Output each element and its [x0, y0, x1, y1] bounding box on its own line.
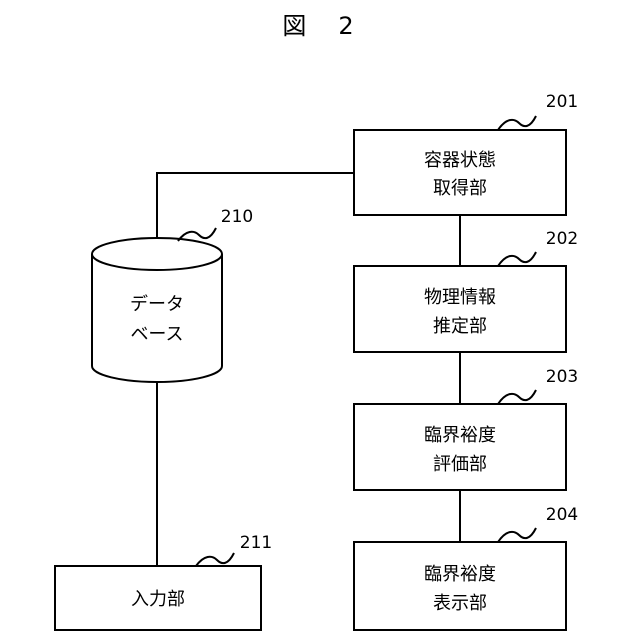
- connector-db-201: [157, 173, 354, 239]
- block-201-label-line-2: 取得部: [433, 178, 487, 199]
- block-203-rect: [354, 404, 566, 490]
- block-202-rect: [354, 266, 566, 352]
- input-unit-label: 入力部: [131, 589, 185, 610]
- leader-203: [498, 390, 536, 404]
- ref-202: 202: [546, 229, 578, 249]
- block-201-rect: [354, 130, 566, 215]
- database-label-line-1: データ: [130, 294, 184, 315]
- block-204: 臨界裕度 表示部: [354, 542, 566, 630]
- block-202-label-line-1: 物理情報: [424, 287, 496, 308]
- block-201: 容器状態 取得部: [354, 130, 566, 215]
- block-204-rect: [354, 542, 566, 630]
- block-203: 臨界裕度 評価部: [354, 404, 566, 490]
- leader-211: [196, 553, 234, 566]
- ref-211: 211: [240, 533, 272, 553]
- ref-204: 204: [546, 505, 578, 525]
- block-203-label-line-2: 評価部: [433, 454, 487, 475]
- figure-title: 図 2: [282, 12, 357, 40]
- leader-204: [498, 528, 536, 542]
- block-203-label-line-1: 臨界裕度: [424, 425, 496, 446]
- leader-201: [498, 116, 536, 130]
- block-204-label-line-1: 臨界裕度: [424, 564, 496, 585]
- database-body: [92, 254, 222, 382]
- ref-210: 210: [221, 207, 253, 227]
- ref-203: 203: [546, 367, 578, 387]
- block-201-label-line-1: 容器状態: [424, 150, 496, 171]
- database-cylinder: データ ベース: [92, 238, 222, 382]
- block-204-label-line-2: 表示部: [433, 593, 487, 614]
- block-202: 物理情報 推定部: [354, 266, 566, 352]
- input-unit-box: 入力部: [55, 566, 261, 630]
- block-202-label-line-2: 推定部: [433, 316, 487, 337]
- leader-202: [498, 252, 536, 266]
- database-top: [92, 238, 222, 270]
- ref-201: 201: [546, 92, 578, 112]
- database-label-line-2: ベース: [130, 324, 183, 345]
